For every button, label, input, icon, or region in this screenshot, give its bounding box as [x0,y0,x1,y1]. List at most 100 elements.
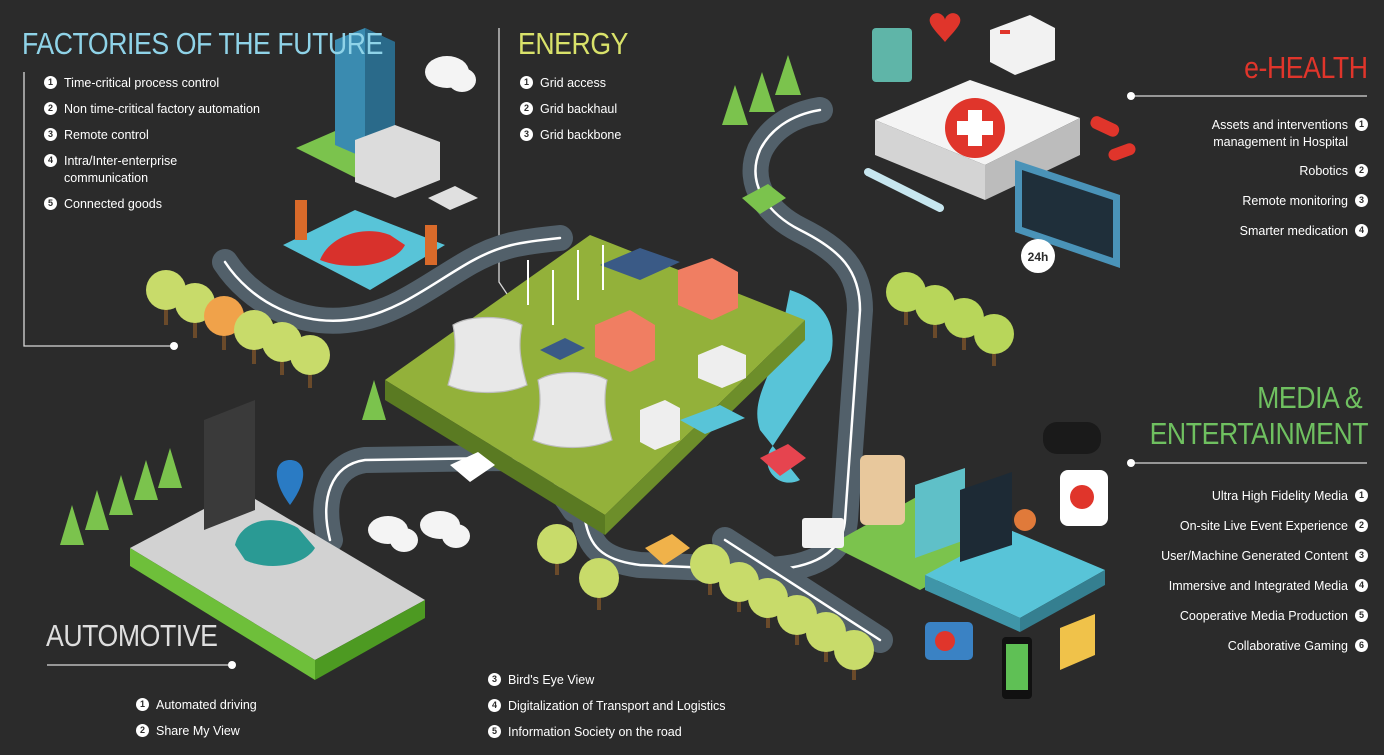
photo-camera-icon [925,622,973,660]
list-item: 3 Remote control [44,127,284,153]
list-item-text: On-site Live Event Experience [1179,519,1348,533]
list-item: 4 Digitalization of Transport and Logisti… [488,698,768,724]
car-icon [235,184,806,567]
list-item-text: Remote monitoring [1242,194,1348,208]
pill-icon [1090,116,1136,161]
medicine-box-icon [872,28,912,82]
connector-lines [23,28,1367,666]
list-item-text: User/Machine Generated Content [1161,549,1348,563]
list-item: 4 Intra/Inter-enterprise communication [44,153,284,196]
list-item-text: Grid access [540,76,606,90]
list-item-text: Cooperative Media Production [1179,609,1348,623]
envelope-icon [1060,614,1095,670]
number-badge: 1 [44,76,57,89]
media-scene [802,422,1108,699]
list-item: 2 On-site Live Event Experience [1128,518,1368,548]
gamepad-icon [1043,422,1101,454]
location-pin-icon [276,460,304,505]
clock-24h-icon [1021,239,1055,273]
play-button-icon [1060,470,1108,526]
list-item: 2 Robotics [1168,163,1368,193]
pool [680,405,745,434]
number-badge: 4 [1355,579,1368,592]
action-camera-icon [802,518,844,548]
number-badge: 4 [44,154,57,167]
list-item-text: Digitalization of Transport and Logistic… [508,699,726,713]
syringe-icon [864,168,944,212]
factories-list: 1 Time-critical process control 2 Non time… [44,75,284,222]
tree-icon [60,55,1014,680]
list-item: 2 Share My View [136,723,316,749]
health-scene: 24h [864,13,1136,273]
list-item: 1 Grid access [520,75,680,101]
health-list: 1 Assets and interventions management in … [1168,117,1368,249]
number-badge: 4 [1355,224,1368,237]
list-item-text: Assets and interventions management in H… [1211,118,1348,149]
number-badge: 1 [1355,118,1368,131]
number-badge: 6 [1355,639,1368,652]
building [640,345,746,450]
list-item: 5 Cooperative Media Production [1128,608,1368,638]
list-item-text: Ultra High Fidelity Media [1211,489,1348,503]
cooling-tower-icon [447,316,613,449]
list-item-text: Share My View [156,724,240,738]
number-badge: 2 [44,102,57,115]
number-badge: 5 [1355,609,1368,622]
list-item-text: Information Society on the road [508,725,682,739]
list-item: 5 Connected goods [44,196,284,222]
number-badge: 3 [1355,194,1368,207]
number-badge: 3 [44,128,57,141]
list-item-text: Connected goods [64,197,162,211]
health-title: e-HEALTH [1244,50,1369,85]
number-badge: 2 [520,102,533,115]
number-badge: 3 [1355,549,1368,562]
factory-icon [595,258,738,372]
number-badge: 4 [488,699,501,712]
connector-dots [170,92,1135,669]
list-item-text: Bird's Eye View [508,673,595,687]
energy-island [385,235,805,535]
media-title-line1: MEDIA & [1256,380,1363,415]
robot-arm-icon [295,200,437,265]
factories-title: FACTORIES OF THE FUTURE [22,26,383,61]
list-item-text: Collaborative Gaming [1227,639,1348,653]
list-item: 1 Time-critical process control [44,75,284,101]
number-badge: 1 [136,698,149,711]
list-item-text: Immersive and Integrated Media [1168,579,1348,593]
wind-turbine-icon [527,245,604,325]
number-badge: 2 [1355,519,1368,532]
number-badge: 2 [136,724,149,737]
list-item-text: Smarter medication [1239,224,1348,238]
list-item: 5 Information Society on the road [488,724,768,750]
list-item-text: Time-critical process control [64,76,220,90]
ambulance-icon [990,15,1055,75]
number-badge: 2 [1355,164,1368,177]
solar-panel-icon [540,248,680,360]
list-item-text: Robotics [1299,164,1348,178]
list-item: 2 Non time-critical factory automation [44,101,284,127]
clock-24h-label: 24h [1028,250,1049,264]
number-badge: 5 [44,197,57,210]
list-item-text: Non time-critical factory automation [64,102,260,116]
list-item-text: Remote control [64,128,149,142]
automotive-title: AUTOMOTIVE [46,618,218,653]
list-item: 3 Remote monitoring [1168,193,1368,223]
number-badge: 3 [520,128,533,141]
number-badge: 5 [488,725,501,738]
factories-scene [283,28,478,290]
number-badge: 1 [1355,489,1368,502]
number-badge: 1 [520,76,533,89]
list-item: 1 Ultra High Fidelity Media [1128,488,1368,518]
list-item: 4 Smarter medication [1168,223,1368,249]
list-item: 1 Assets and interventions management in … [1168,117,1368,163]
list-item-text: Intra/Inter-enterprise communication [64,154,178,185]
list-item: 4 Immersive and Integrated Media [1128,578,1368,608]
